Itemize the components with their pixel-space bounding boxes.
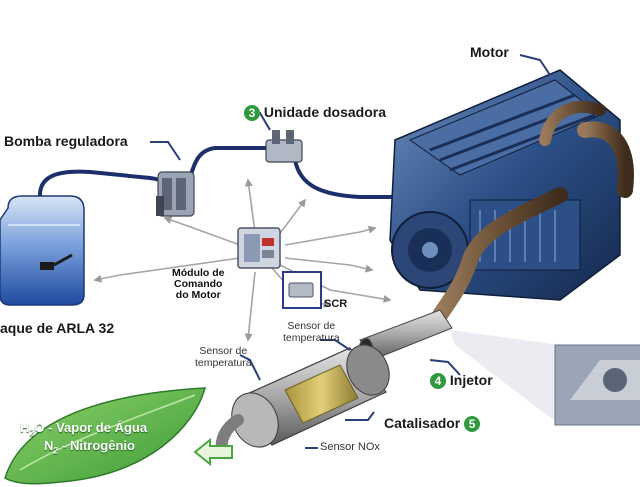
signal-arrows (93, 178, 392, 342)
output-arrow (193, 437, 233, 467)
water-text: O - Vapor de Água (34, 420, 148, 435)
label-sensor-nox: Sensor NOx (320, 441, 380, 453)
modulo-line-1: Módulo de (172, 267, 225, 279)
engine (389, 69, 621, 301)
water-h: H (20, 420, 30, 435)
label-tanque: aque de ARLA 32 (0, 320, 115, 336)
label-injetor-text: Injetor (449, 372, 493, 388)
arla-tank (0, 195, 85, 306)
leaf-line-nitrogen: N2 - Nitrogênio (44, 438, 135, 456)
label-scr: SCR (324, 298, 348, 310)
sensor-temp-1-line-a: Sensor de (287, 320, 336, 332)
leaf-line-water: H2O - Vapor de Água (20, 420, 147, 438)
leaf-banner (4, 387, 206, 485)
badge-4: 4 (430, 373, 446, 390)
pump (156, 171, 195, 217)
sensor-temp-2-line-b: temperatura (195, 357, 252, 369)
nitrogen-n: N (44, 438, 54, 453)
label-sensor-temperatura-2: Sensor de temperatura (195, 345, 252, 369)
label-unidade-dosadora: 3 Unidade dosadora (244, 104, 387, 122)
nitrogen-sub: 2 (53, 445, 59, 456)
label-unidade-text: Unidade dosadora (263, 104, 387, 120)
dosing-unit (265, 130, 303, 163)
sensor-temp-2-line-a: Sensor de (199, 345, 248, 357)
catalyst (215, 344, 390, 458)
label-modulo-comando: Módulo de Comando do Motor (172, 268, 225, 301)
modulo-line-3: do Motor (175, 289, 221, 301)
label-injetor: 4 Injetor (430, 372, 493, 390)
scr-box (282, 271, 322, 309)
sensor-temp-1-line-b: temperatura (283, 332, 340, 344)
nitrogen-text: - Nitrogênio (58, 438, 135, 453)
ecm-module (237, 227, 281, 269)
zoom-inset (450, 330, 640, 426)
label-motor: Motor (470, 44, 509, 60)
label-catalisador-text: Catalisador (384, 415, 461, 431)
water-sub: 2 (29, 427, 35, 438)
modulo-line-2: Comando (174, 278, 223, 290)
badge-5: 5 (464, 416, 481, 433)
label-catalisador: Catalisador 5 (384, 415, 481, 433)
label-bomba-reguladora: Bomba reguladora (4, 133, 128, 149)
badge-3: 3 (244, 105, 260, 122)
label-sensor-temperatura-1: Sensor de temperatura (283, 320, 340, 344)
exhaust-pipes (432, 100, 634, 323)
